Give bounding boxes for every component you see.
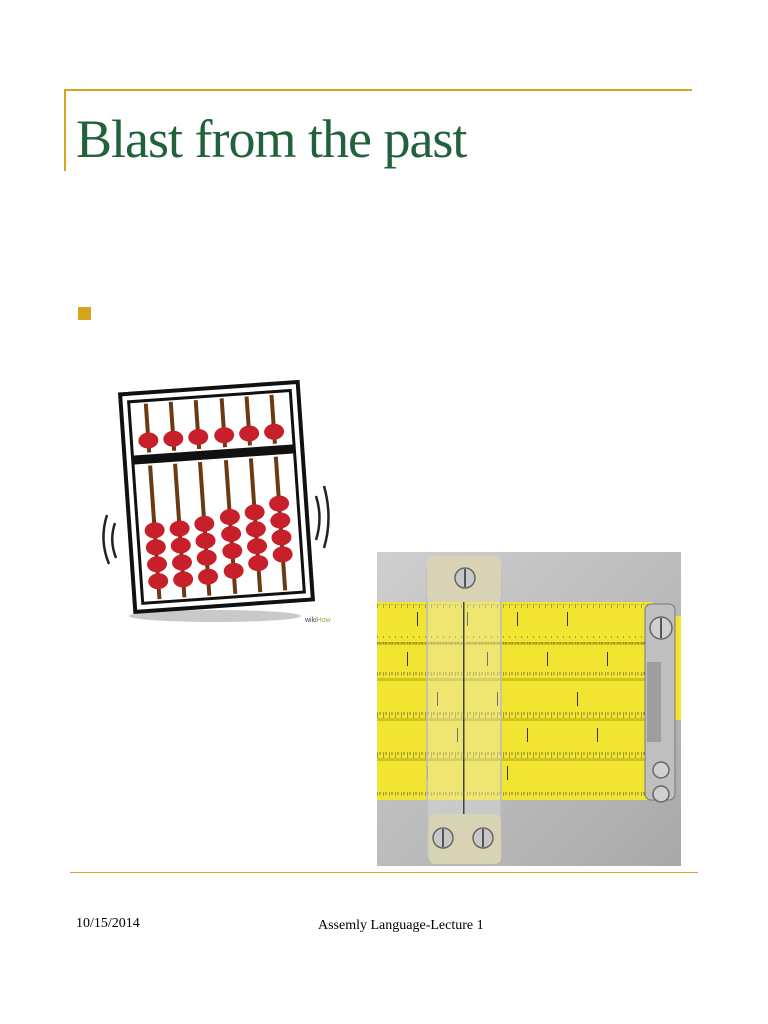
svg-text:wikiHow: wikiHow xyxy=(304,617,332,624)
footer-date: 10/15/2014 xyxy=(76,916,140,931)
slide-rule-image xyxy=(377,552,681,866)
title-accent-bar xyxy=(64,89,66,171)
footer-divider xyxy=(70,872,698,873)
slide-title: Blast from the past xyxy=(76,109,467,169)
watermark-how: How xyxy=(317,617,332,624)
bullet-marker xyxy=(78,307,91,320)
footer-title: Assemly Language-Lecture 1 xyxy=(318,918,484,933)
top-divider xyxy=(64,89,692,91)
abacus-image: wikiHow xyxy=(102,379,332,624)
watermark-wiki: wiki xyxy=(304,617,317,624)
